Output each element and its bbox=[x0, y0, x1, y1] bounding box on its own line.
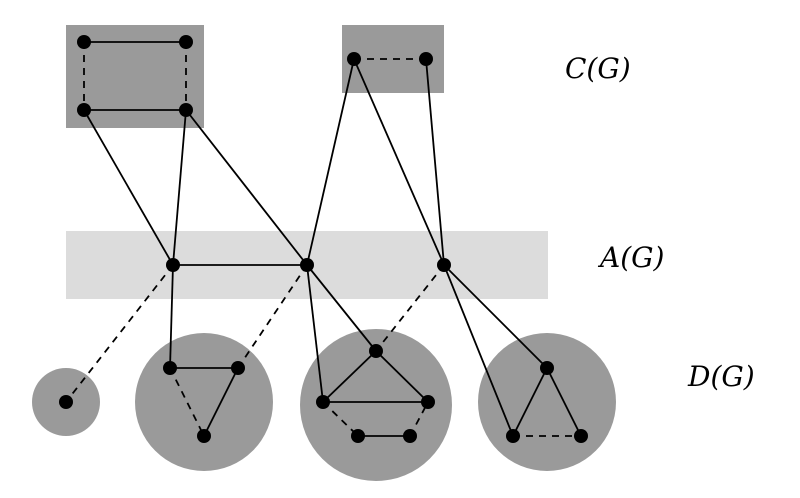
vertex-d3 bbox=[231, 361, 245, 375]
edge-d10-d11 bbox=[512, 367, 548, 437]
vertex-d1 bbox=[59, 395, 73, 409]
vertex-c1 bbox=[77, 35, 91, 49]
d-component-2 bbox=[135, 333, 273, 471]
vertex-d10 bbox=[540, 361, 554, 375]
vertex-a3 bbox=[437, 258, 451, 272]
vertex-c2 bbox=[179, 35, 193, 49]
edge-a3-d5 bbox=[375, 264, 445, 352]
edge-a1-d2 bbox=[169, 264, 174, 369]
vertex-c6 bbox=[419, 52, 433, 66]
vertex-d11 bbox=[506, 429, 520, 443]
vertex-a2 bbox=[300, 258, 314, 272]
vertex-d2 bbox=[163, 361, 177, 375]
edge-a2-d5 bbox=[306, 264, 377, 352]
d-component-3 bbox=[300, 329, 452, 481]
edge-c5-a2 bbox=[306, 58, 355, 266]
vertex-d4 bbox=[197, 429, 211, 443]
edge-d10-d12 bbox=[546, 367, 582, 437]
edge-a2-d6 bbox=[306, 264, 324, 403]
vertex-c5 bbox=[347, 52, 361, 66]
label-c-of-g: C(G) bbox=[565, 52, 631, 85]
vertex-d9 bbox=[403, 429, 417, 443]
label-a-of-g: A(G) bbox=[597, 241, 664, 274]
edges bbox=[65, 41, 582, 437]
edge-a3-d10 bbox=[443, 264, 548, 369]
edge-c5-a3 bbox=[353, 58, 445, 266]
edge-d3-d4 bbox=[203, 367, 239, 437]
vertices bbox=[59, 35, 588, 443]
edge-d6-d8 bbox=[322, 401, 359, 437]
edge-a3-d11 bbox=[443, 264, 514, 437]
vertex-d5 bbox=[369, 344, 383, 358]
vertex-a1 bbox=[166, 258, 180, 272]
edge-c3-a1 bbox=[83, 109, 174, 266]
vertex-c3 bbox=[77, 103, 91, 117]
vertex-d6 bbox=[316, 395, 330, 409]
edge-a1-d1 bbox=[65, 264, 174, 403]
vertex-c4 bbox=[179, 103, 193, 117]
vertex-d8 bbox=[351, 429, 365, 443]
label-d-of-g: D(G) bbox=[687, 360, 755, 393]
edge-d5-d6 bbox=[322, 350, 377, 403]
vertex-d12 bbox=[574, 429, 588, 443]
vertex-d7 bbox=[421, 395, 435, 409]
edge-d5-d7 bbox=[375, 350, 429, 403]
edge-c4-a1 bbox=[172, 109, 187, 266]
edge-c6-a3 bbox=[425, 58, 445, 266]
edge-c4-a2 bbox=[185, 109, 308, 266]
